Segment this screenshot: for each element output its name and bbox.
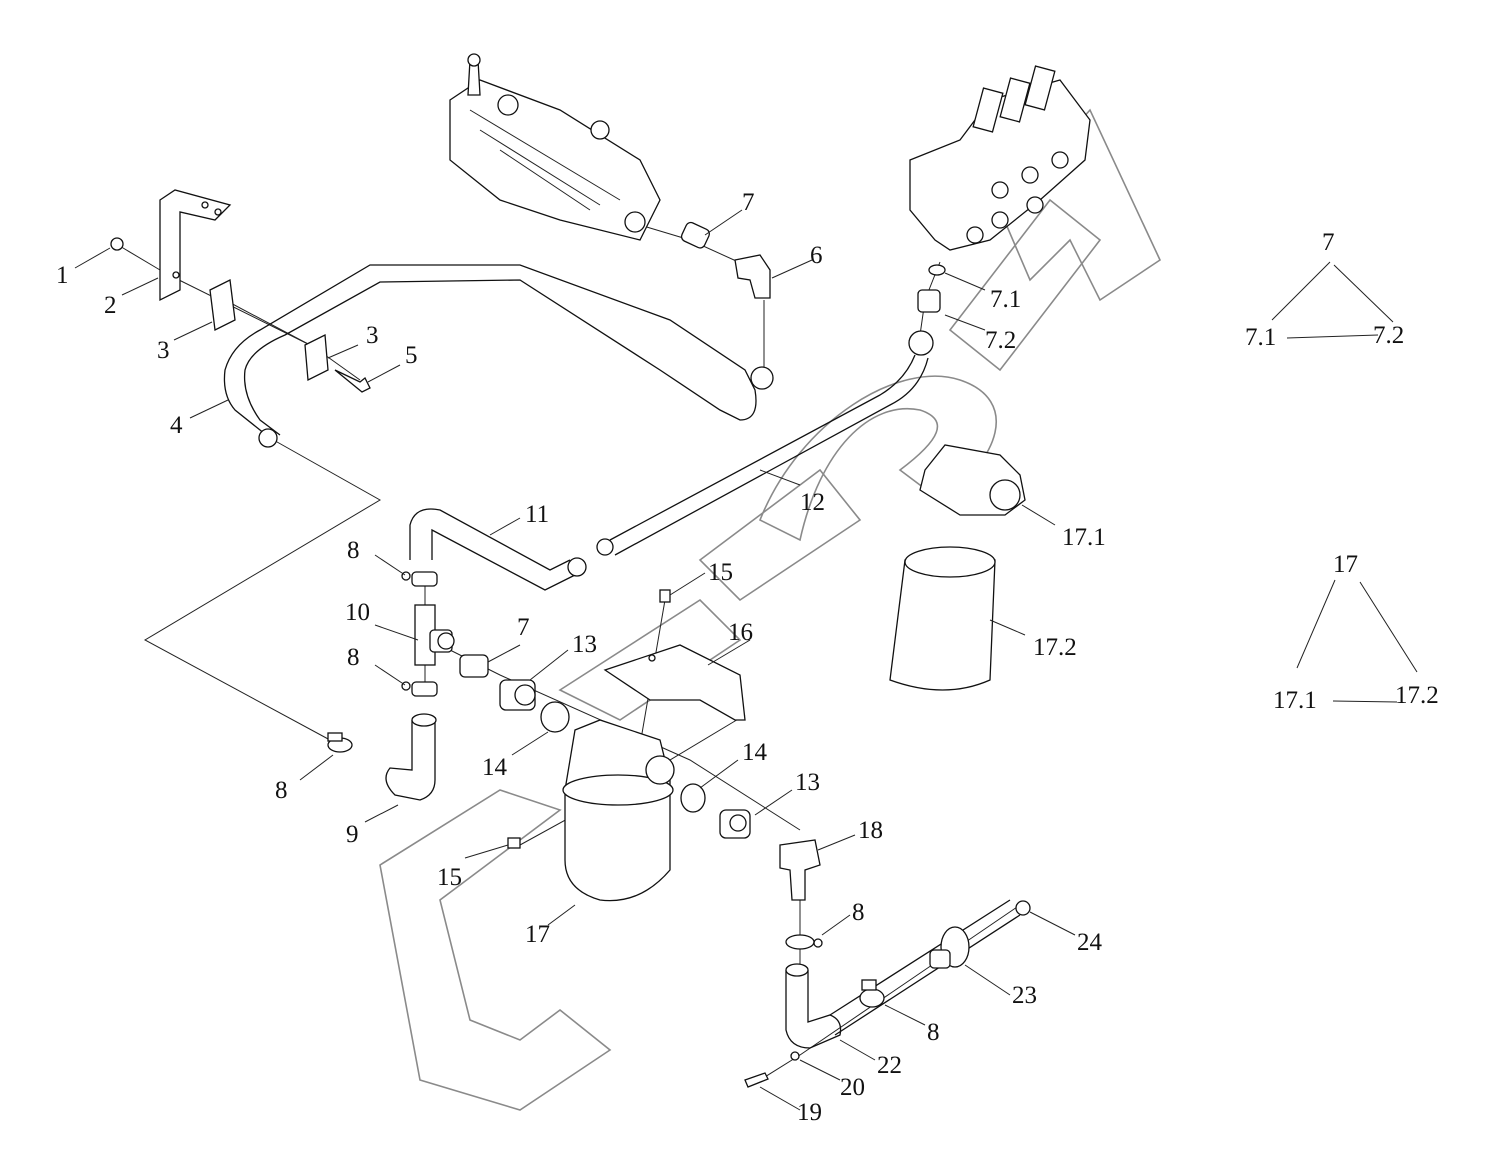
callout-12: 12 <box>800 489 825 516</box>
callout-5: 5 <box>405 342 418 369</box>
adapter-13a <box>499 679 536 711</box>
watermark <box>379 108 1162 1111</box>
pipe-4 <box>223 264 774 448</box>
callout-13b: 13 <box>795 769 820 796</box>
hose-11 <box>409 508 587 591</box>
distributor-valve-left <box>449 53 661 241</box>
bolt-5 <box>334 369 371 393</box>
clamp-3b <box>304 333 329 382</box>
screw-19 <box>744 1072 769 1088</box>
callout-22: 22 <box>877 1052 902 1079</box>
callout-19: 19 <box>797 1099 822 1126</box>
bracket-16 <box>603 644 746 721</box>
clamp-8c <box>327 732 353 753</box>
clamp-8e <box>859 979 885 1008</box>
legend-17-parent: 17 <box>1333 551 1358 578</box>
pipe-12 <box>596 330 934 556</box>
callout-6: 6 <box>810 242 823 269</box>
callout-7-1: 7.1 <box>990 286 1021 313</box>
elbow-6 <box>734 254 771 299</box>
tee-10 <box>414 604 455 666</box>
callout-18: 18 <box>858 817 883 844</box>
callout-13a: 13 <box>572 631 597 658</box>
callout-14b: 14 <box>742 739 768 766</box>
callout-8b: 8 <box>347 644 360 671</box>
callout-9: 9 <box>346 821 359 848</box>
legend-17-child-2: 17.2 <box>1395 682 1439 709</box>
legend-7-parent: 7 <box>1322 229 1335 256</box>
hose-9 <box>385 713 437 801</box>
callout-20: 20 <box>840 1074 865 1101</box>
callout-7b: 7 <box>517 614 530 641</box>
legend-group-7 <box>1271 261 1394 339</box>
callout-17: 17 <box>525 921 550 948</box>
o-ring-24 <box>1015 900 1031 916</box>
hose-22 <box>785 899 1021 1049</box>
callout-7-2: 7.2 <box>985 327 1016 354</box>
filter-element-17-2 <box>889 546 996 691</box>
legend-7-child-2: 7.2 <box>1373 322 1404 349</box>
callout-14a: 14 <box>482 754 508 781</box>
adapter-7-2 <box>917 289 941 313</box>
bolt-15b <box>507 837 521 849</box>
elbow-18 <box>779 839 821 901</box>
filter-17 <box>562 719 675 902</box>
callout-24: 24 <box>1077 929 1103 956</box>
callout-8a: 8 <box>347 537 360 564</box>
seal-14a <box>540 701 570 733</box>
leader-lines <box>117 224 1021 1081</box>
o-ring-7-1 <box>928 264 946 276</box>
callout-15a: 15 <box>708 559 733 586</box>
callout-10: 10 <box>345 599 370 626</box>
callout-17-1: 17.1 <box>1062 524 1106 551</box>
adapter-7b <box>459 654 489 678</box>
callout-23: 23 <box>1012 982 1037 1009</box>
bolt-15a <box>659 589 671 603</box>
callout-labels: 1 2 3 3 4 5 6 7 7 7.1 7.2 8 8 8 8 8 9 10… <box>56 189 1439 1126</box>
bracket-2 <box>159 189 232 302</box>
nut-1 <box>110 237 124 251</box>
legend-7-child-1: 7.1 <box>1245 324 1276 351</box>
adapter-7a <box>680 221 711 249</box>
clamp-3a <box>209 279 236 331</box>
callout-8e: 8 <box>927 1019 940 1046</box>
clamp-8a <box>401 571 438 587</box>
distributor-valve-right <box>909 65 1091 251</box>
callout-1: 1 <box>56 262 69 289</box>
clamp-8d <box>785 934 823 950</box>
adapter-13b <box>719 809 751 839</box>
callout-4: 4 <box>170 412 183 439</box>
washer-20 <box>790 1051 800 1061</box>
callout-leaders <box>74 209 1076 1111</box>
legend-17-child-1: 17.1 <box>1273 687 1317 714</box>
legend-group-17 <box>1296 579 1418 703</box>
callout-15b: 15 <box>437 864 462 891</box>
seal-14b <box>680 783 706 813</box>
callout-17-2: 17.2 <box>1033 634 1077 661</box>
callout-8c: 8 <box>275 777 288 804</box>
filter-head-17-1 <box>919 444 1026 516</box>
callout-2: 2 <box>104 292 117 319</box>
callout-7a: 7 <box>742 189 755 216</box>
callout-11: 11 <box>525 501 549 528</box>
callout-8d: 8 <box>852 899 865 926</box>
flange-23 <box>929 926 970 969</box>
callout-16: 16 <box>728 619 753 646</box>
callout-3a: 3 <box>157 337 170 364</box>
clamp-8b <box>401 681 438 697</box>
callout-3b: 3 <box>366 322 379 349</box>
